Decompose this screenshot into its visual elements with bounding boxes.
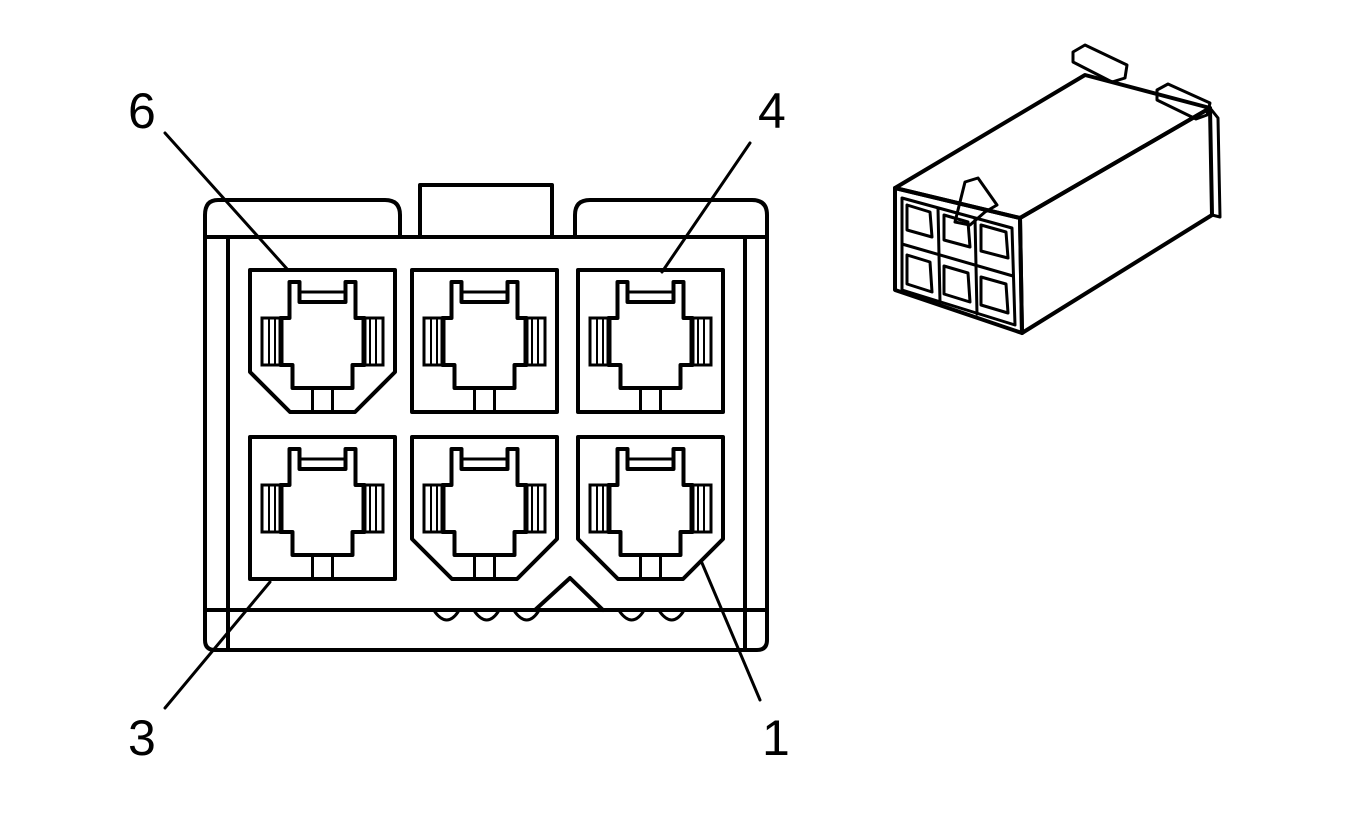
connector-isometric-view [893, 43, 1222, 335]
cavity-1-rib-left [588, 483, 612, 534]
leader-line-4 [660, 141, 752, 274]
cavity-4-terminal [606, 280, 695, 390]
cavity-1 [576, 435, 725, 581]
locking-bumps [433, 610, 685, 622]
cavity-5-terminal [440, 280, 529, 390]
iso-cavity-chamfers [905, 203, 1010, 315]
cavity-3-stem [311, 553, 334, 581]
cavity-3-outline [248, 435, 397, 581]
iso-rear-flange [1208, 106, 1222, 219]
cavity-6-terminal [278, 280, 367, 390]
leader-line-6 [163, 131, 290, 272]
cavity-5-outline [410, 268, 559, 414]
iso-cavity-col-divider-2 [973, 216, 979, 316]
iso-latch-tab-2 [1155, 82, 1212, 121]
pin-label-1: 1 [762, 710, 790, 766]
iso-front-latch [953, 176, 999, 227]
cavity-3 [248, 435, 397, 581]
iso-cavity-col-divider-1 [936, 206, 942, 304]
connector-face-view [203, 183, 769, 652]
iso-top-face [893, 73, 1212, 220]
cavity-4 [576, 268, 725, 414]
cavity-6-outline [248, 268, 397, 414]
terminal-cavities [248, 268, 725, 581]
cavity-2-outline [410, 435, 559, 581]
cavity-5 [410, 268, 559, 414]
cavity-2 [410, 435, 559, 581]
pin-label-3: 3 [128, 710, 156, 766]
cavity-6-rib-right [361, 316, 385, 367]
cavity-2-stem [473, 553, 496, 581]
cavity-3-terminal [278, 447, 367, 557]
iso-latch-tab-1 [1071, 43, 1129, 84]
cavity-3-rib-left [260, 483, 284, 534]
cavity-4-outline [576, 268, 725, 414]
leader-line-3 [163, 580, 272, 710]
cavity-6 [248, 268, 397, 414]
cavity-6-stem [311, 386, 334, 414]
cavity-2-rib-left [422, 483, 446, 534]
pin-label-6: 6 [128, 83, 156, 139]
cavity-4-rib-right [689, 316, 713, 367]
pin-label-4: 4 [758, 83, 786, 139]
cavity-3-rib-right [361, 483, 385, 534]
leader-line-1 [700, 561, 762, 702]
polarization-ramp [533, 576, 605, 612]
cavity-2-rib-right [523, 483, 547, 534]
leader-lines [163, 131, 762, 710]
iso-side-face [1018, 106, 1214, 335]
cavity-1-stem [639, 553, 662, 581]
cavity-1-outline [576, 435, 725, 581]
cavity-5-stem [473, 386, 496, 414]
cavity-2-terminal [440, 447, 529, 557]
cavity-5-rib-right [523, 316, 547, 367]
cavity-4-stem [639, 386, 662, 414]
iso-cavity-row-divider [900, 242, 1015, 278]
cavity-6-rib-left [260, 316, 284, 367]
cavity-4-rib-left [588, 316, 612, 367]
cavity-5-rib-left [422, 316, 446, 367]
cavity-1-terminal [606, 447, 695, 557]
cavity-1-rib-right [689, 483, 713, 534]
